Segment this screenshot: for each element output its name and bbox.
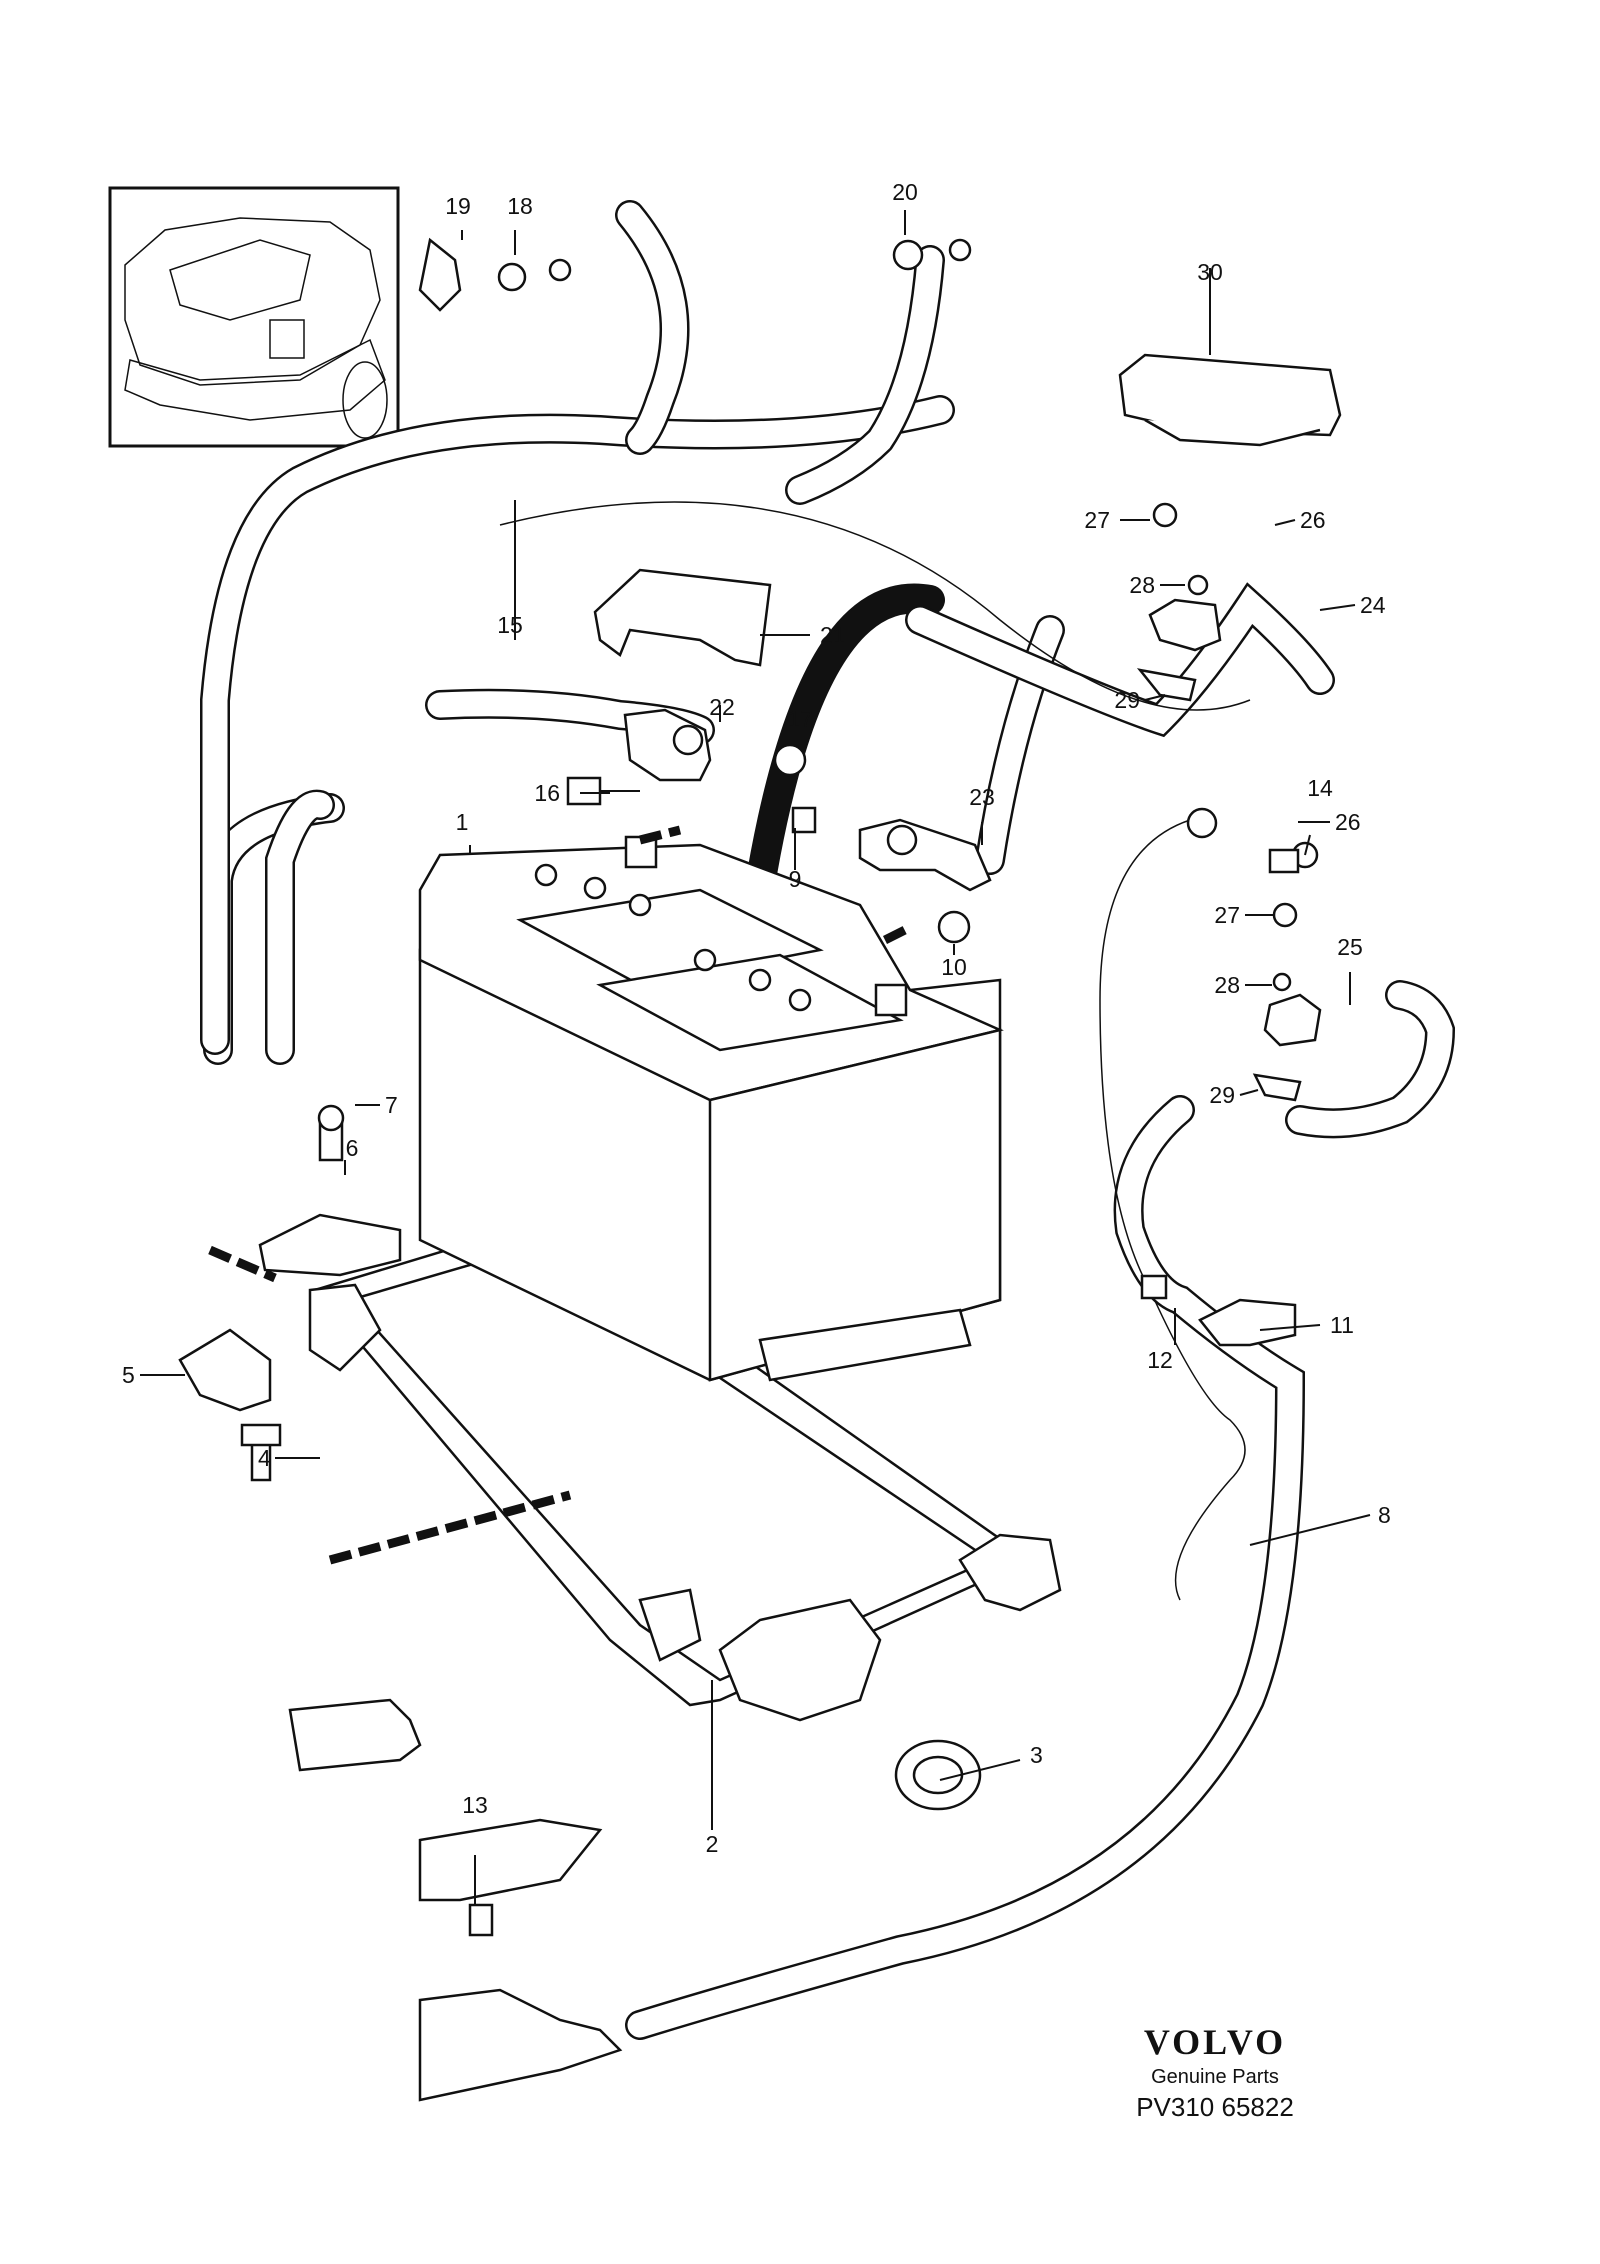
volvo-logo: VOLVO xyxy=(1144,2022,1286,2062)
callout-29: 29 xyxy=(1114,687,1140,713)
callout-13: 13 xyxy=(462,1792,488,1818)
car-inset xyxy=(108,186,400,448)
callout-27b: 27 xyxy=(1214,902,1240,928)
callout-26: 26 xyxy=(1300,507,1326,533)
callout-4: 4 xyxy=(258,1445,271,1471)
callout-19: 19 xyxy=(445,193,471,219)
callout-30: 30 xyxy=(1197,259,1223,285)
callout-28: 28 xyxy=(1129,572,1155,598)
battery xyxy=(418,835,1004,1382)
callout-20: 20 xyxy=(892,179,918,205)
callout-12: 12 xyxy=(1147,1347,1173,1373)
leader-lines xyxy=(140,210,1371,1905)
callout-27: 27 xyxy=(1084,507,1110,533)
callout-5: 5 xyxy=(122,1362,135,1388)
dashed-connectors xyxy=(208,825,908,1565)
callout-25: 25 xyxy=(1337,934,1363,960)
diagram-code: PV310 65822 xyxy=(1136,2092,1294,2122)
callout-24: 24 xyxy=(1360,592,1386,618)
callout-17: 17 xyxy=(787,706,813,732)
callout-28b: 28 xyxy=(1214,972,1240,998)
callout-10: 10 xyxy=(941,954,967,980)
callout-15: 15 xyxy=(497,612,523,638)
callout-1: 1 xyxy=(456,809,469,835)
callout-16: 16 xyxy=(534,780,560,806)
callout-18: 18 xyxy=(507,193,533,219)
callout-labels: 1 2 3 4 5 6 7 8 9 10 11 12 13 14 15 16 1… xyxy=(122,179,1391,1857)
battery-tray xyxy=(308,1238,1062,1722)
callout-9: 9 xyxy=(789,866,802,892)
callout-8: 8 xyxy=(1378,1502,1391,1528)
callout-7: 7 xyxy=(385,1092,398,1118)
callout-6: 6 xyxy=(346,1135,359,1161)
callout-14: 14 xyxy=(1307,775,1333,801)
callout-2: 2 xyxy=(706,1831,719,1857)
callout-23: 23 xyxy=(969,784,995,810)
callout-29b: 29 xyxy=(1209,1082,1235,1108)
callout-3: 3 xyxy=(1030,1742,1043,1768)
callout-22: 22 xyxy=(709,694,735,720)
callout-26b: 26 xyxy=(1335,809,1361,835)
genuine-parts-label: Genuine Parts xyxy=(1151,2066,1279,2088)
brand-block: VOLVO Genuine Parts PV310 65822 xyxy=(1136,2022,1294,2122)
hardware xyxy=(178,237,1342,2102)
callout-21: 21 xyxy=(820,622,846,648)
callout-11: 11 xyxy=(1330,1312,1354,1338)
